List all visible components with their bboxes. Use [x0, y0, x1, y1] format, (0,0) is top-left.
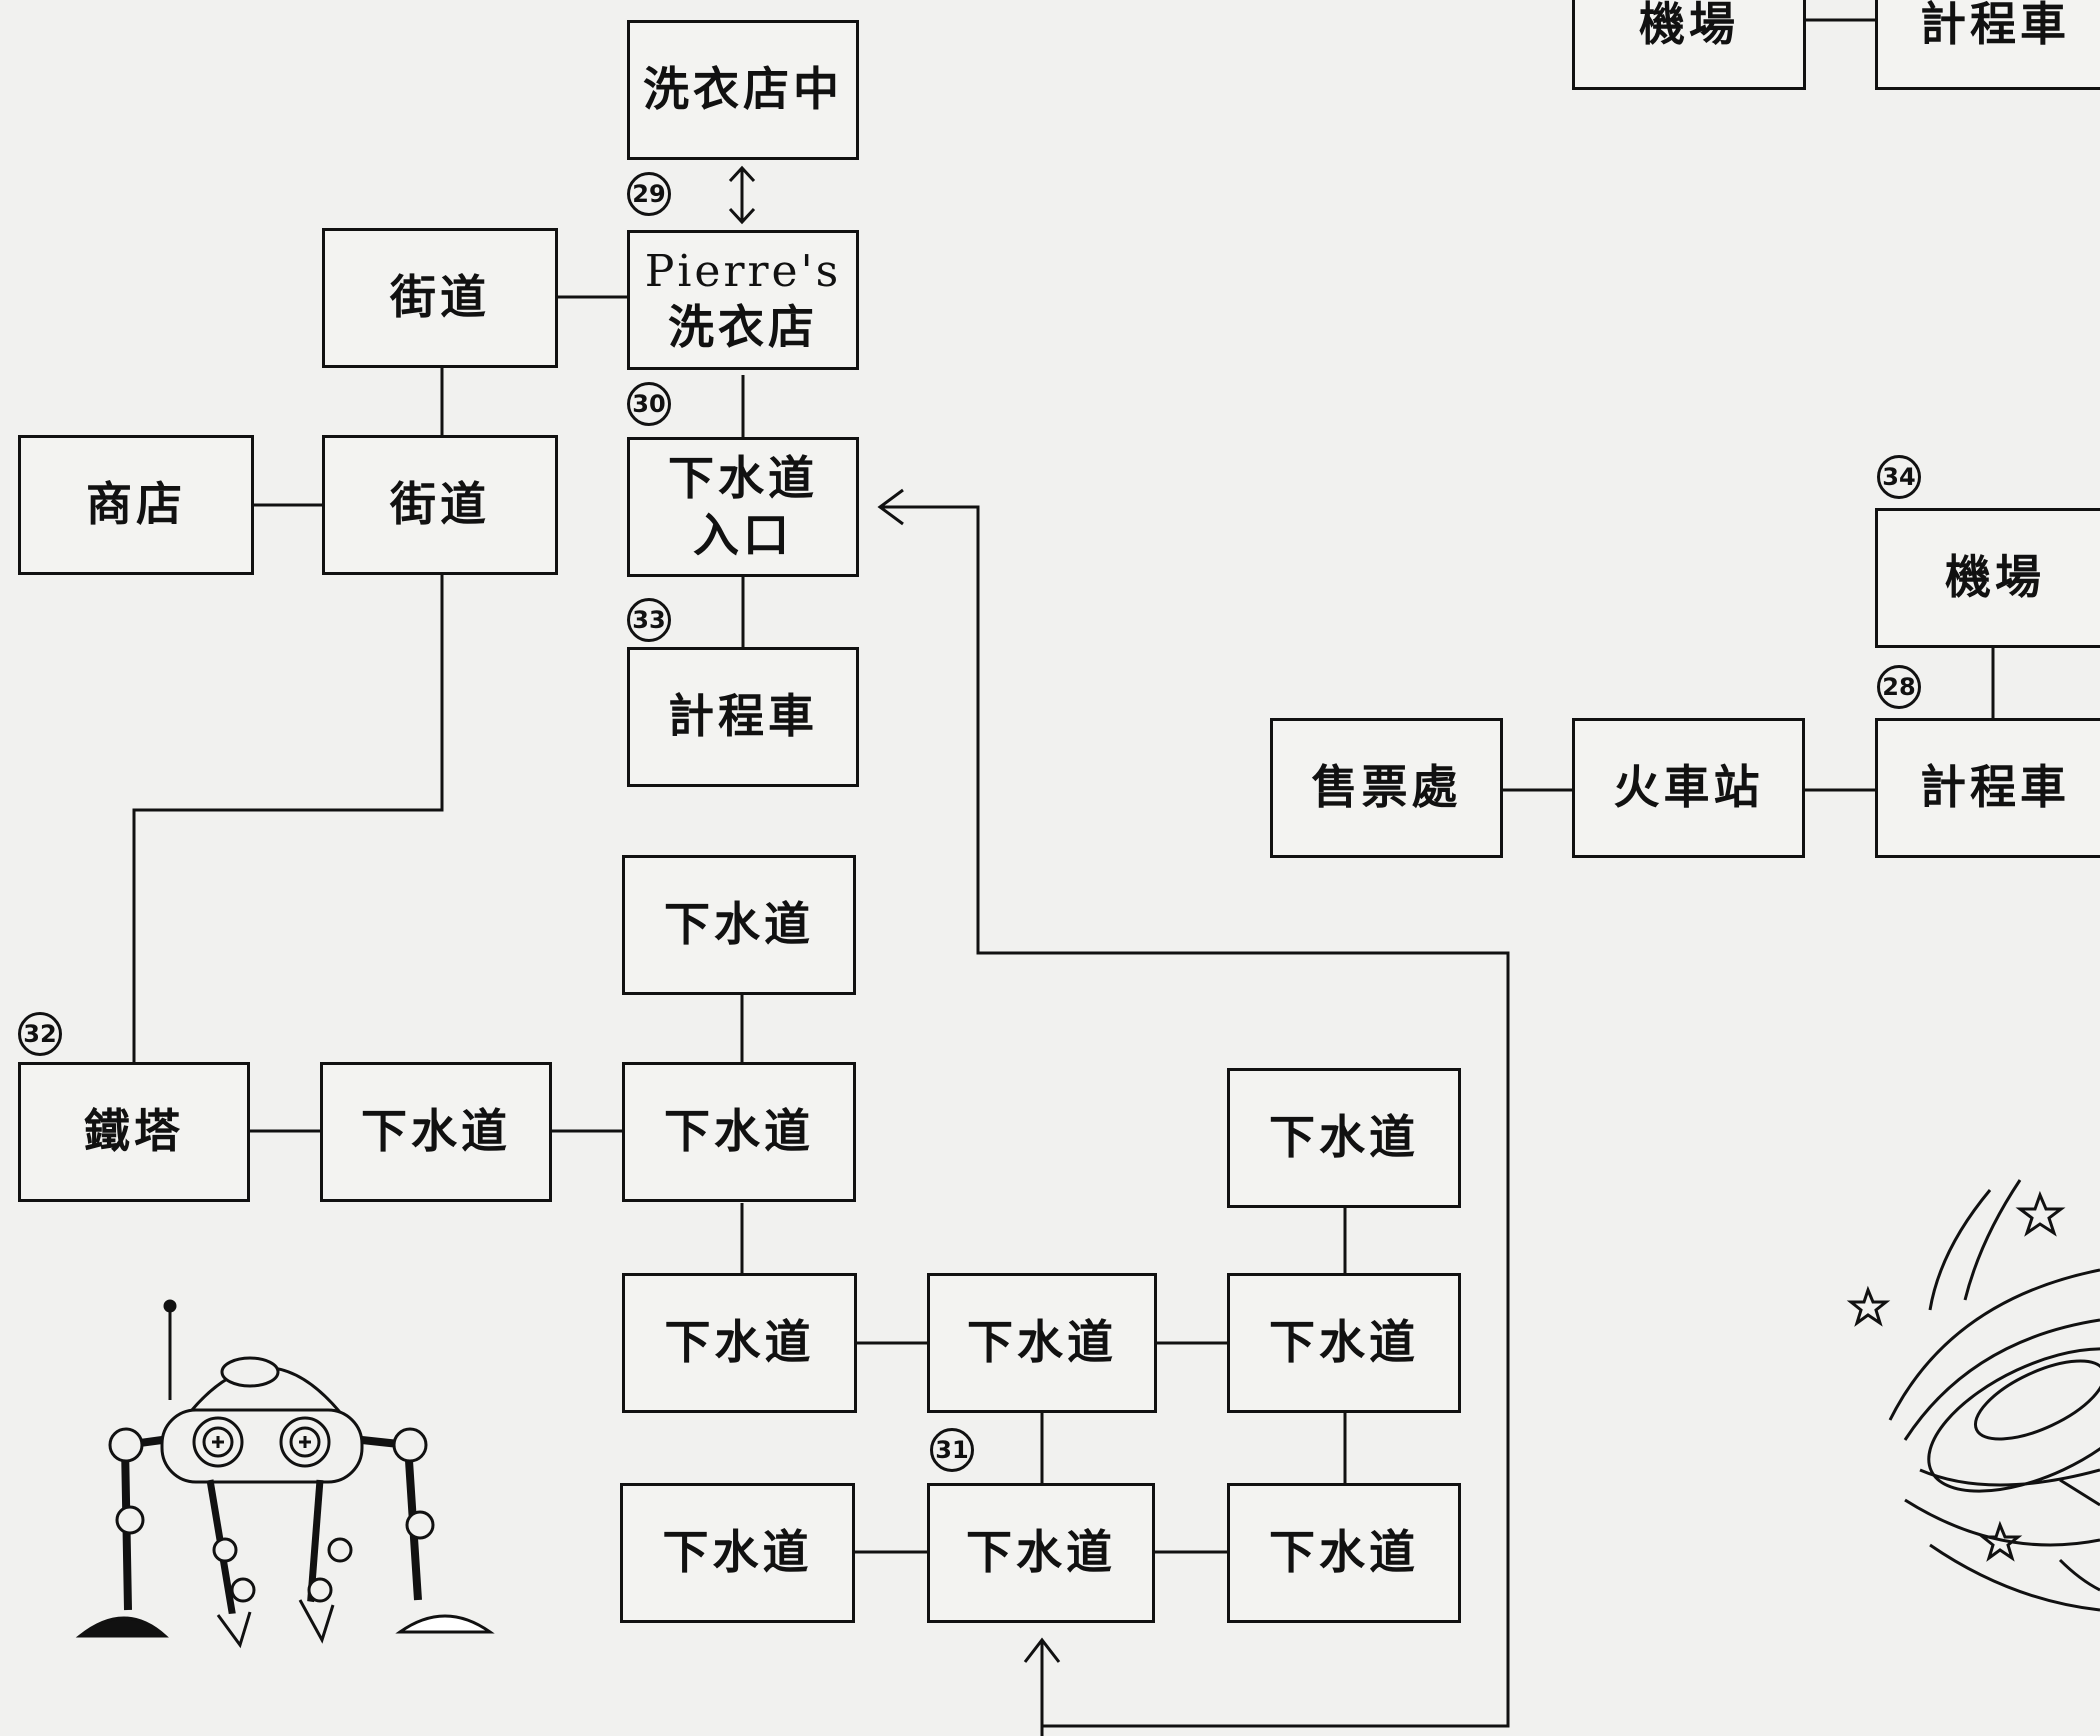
- node-label: 下水道: [1269, 1110, 1419, 1165]
- node-label: 下水道: [966, 1525, 1116, 1580]
- node-label: 機場: [1639, 0, 1739, 52]
- step-badge-32: 32: [18, 1012, 62, 1056]
- node-taxi-right: 計程車: [1875, 718, 2100, 858]
- node-sewer-entrance: 下水道 入口: [627, 437, 859, 577]
- spaceship-illustration: [1846, 1179, 2100, 1612]
- node-sewer: 下水道: [927, 1483, 1155, 1623]
- node-airport: 機場: [1875, 508, 2100, 648]
- robot-illustration: [75, 1299, 495, 1649]
- node-laundry-busy: 洗衣店中: [627, 20, 859, 160]
- node-label-name: Pierre's: [644, 245, 842, 297]
- node-sewer: 下水道: [620, 1483, 855, 1623]
- arrowhead-up: [1023, 1637, 1061, 1663]
- node-street-lower: 街道: [322, 435, 558, 575]
- node-airport-top: 機場: [1572, 0, 1806, 90]
- node-label: 計程車: [1920, 760, 2070, 815]
- node-label-line2: 入口: [693, 508, 793, 562]
- node-label: 下水道: [1269, 1315, 1419, 1370]
- node-pierres-laundry: Pierre's 洗衣店: [627, 230, 859, 370]
- double-arrow-bottom: [728, 207, 756, 225]
- node-sewer: 下水道: [1227, 1068, 1461, 1208]
- node-sewer: 下水道: [320, 1062, 552, 1202]
- node-tower: 鐵塔: [18, 1062, 250, 1202]
- node-label: 下水道: [662, 1525, 813, 1580]
- node-sewer: 下水道: [1227, 1483, 1461, 1623]
- node-label-type: 洗衣店: [668, 299, 818, 354]
- node-label: 下水道: [664, 897, 814, 952]
- node-taxi-center: 計程車: [627, 647, 859, 787]
- node-ticket-office: 售票處: [1270, 718, 1503, 858]
- step-badge-31: 31: [930, 1428, 974, 1472]
- node-train-station: 火車站: [1572, 718, 1805, 858]
- node-label: 街道: [390, 270, 490, 325]
- node-label: 機場: [1945, 550, 2045, 605]
- step-badge-29: 29: [627, 172, 671, 216]
- node-sewer: 下水道: [927, 1273, 1157, 1413]
- step-badge-33: 33: [627, 598, 671, 642]
- node-label-line1: 下水道: [668, 450, 818, 505]
- node-sewer: 下水道: [622, 1273, 857, 1413]
- node-shop: 商店: [18, 435, 254, 575]
- node-label: 洗衣店中: [643, 62, 843, 117]
- node-label: 下水道: [664, 1104, 814, 1159]
- node-taxi-top: 計程車: [1875, 0, 2100, 90]
- node-label: 售票處: [1311, 760, 1462, 815]
- node-label: 商店: [86, 477, 186, 532]
- double-arrow-top: [728, 165, 756, 183]
- node-label: 街道: [390, 477, 490, 532]
- node-label: 下水道: [1269, 1525, 1419, 1580]
- node-label: 計程車: [668, 689, 818, 744]
- node-label: 下水道: [361, 1104, 511, 1159]
- arrowhead-left: [877, 488, 904, 526]
- node-street-upper: 街道: [322, 228, 558, 368]
- node-label: 鐵塔: [84, 1104, 184, 1159]
- node-sewer: 下水道: [1227, 1273, 1461, 1413]
- step-badge-30: 30: [627, 382, 671, 426]
- step-badge-28: 28: [1877, 665, 1921, 709]
- node-label: 下水道: [967, 1315, 1117, 1370]
- node-sewer: 下水道: [622, 855, 856, 995]
- node-label: 火車站: [1613, 760, 1764, 815]
- connector-street-tower: [132, 575, 444, 1062]
- node-label: 計程車: [1920, 0, 2070, 52]
- step-badge-34: 34: [1877, 455, 1921, 499]
- node-sewer: 下水道: [622, 1062, 856, 1202]
- node-label: 下水道: [664, 1315, 815, 1370]
